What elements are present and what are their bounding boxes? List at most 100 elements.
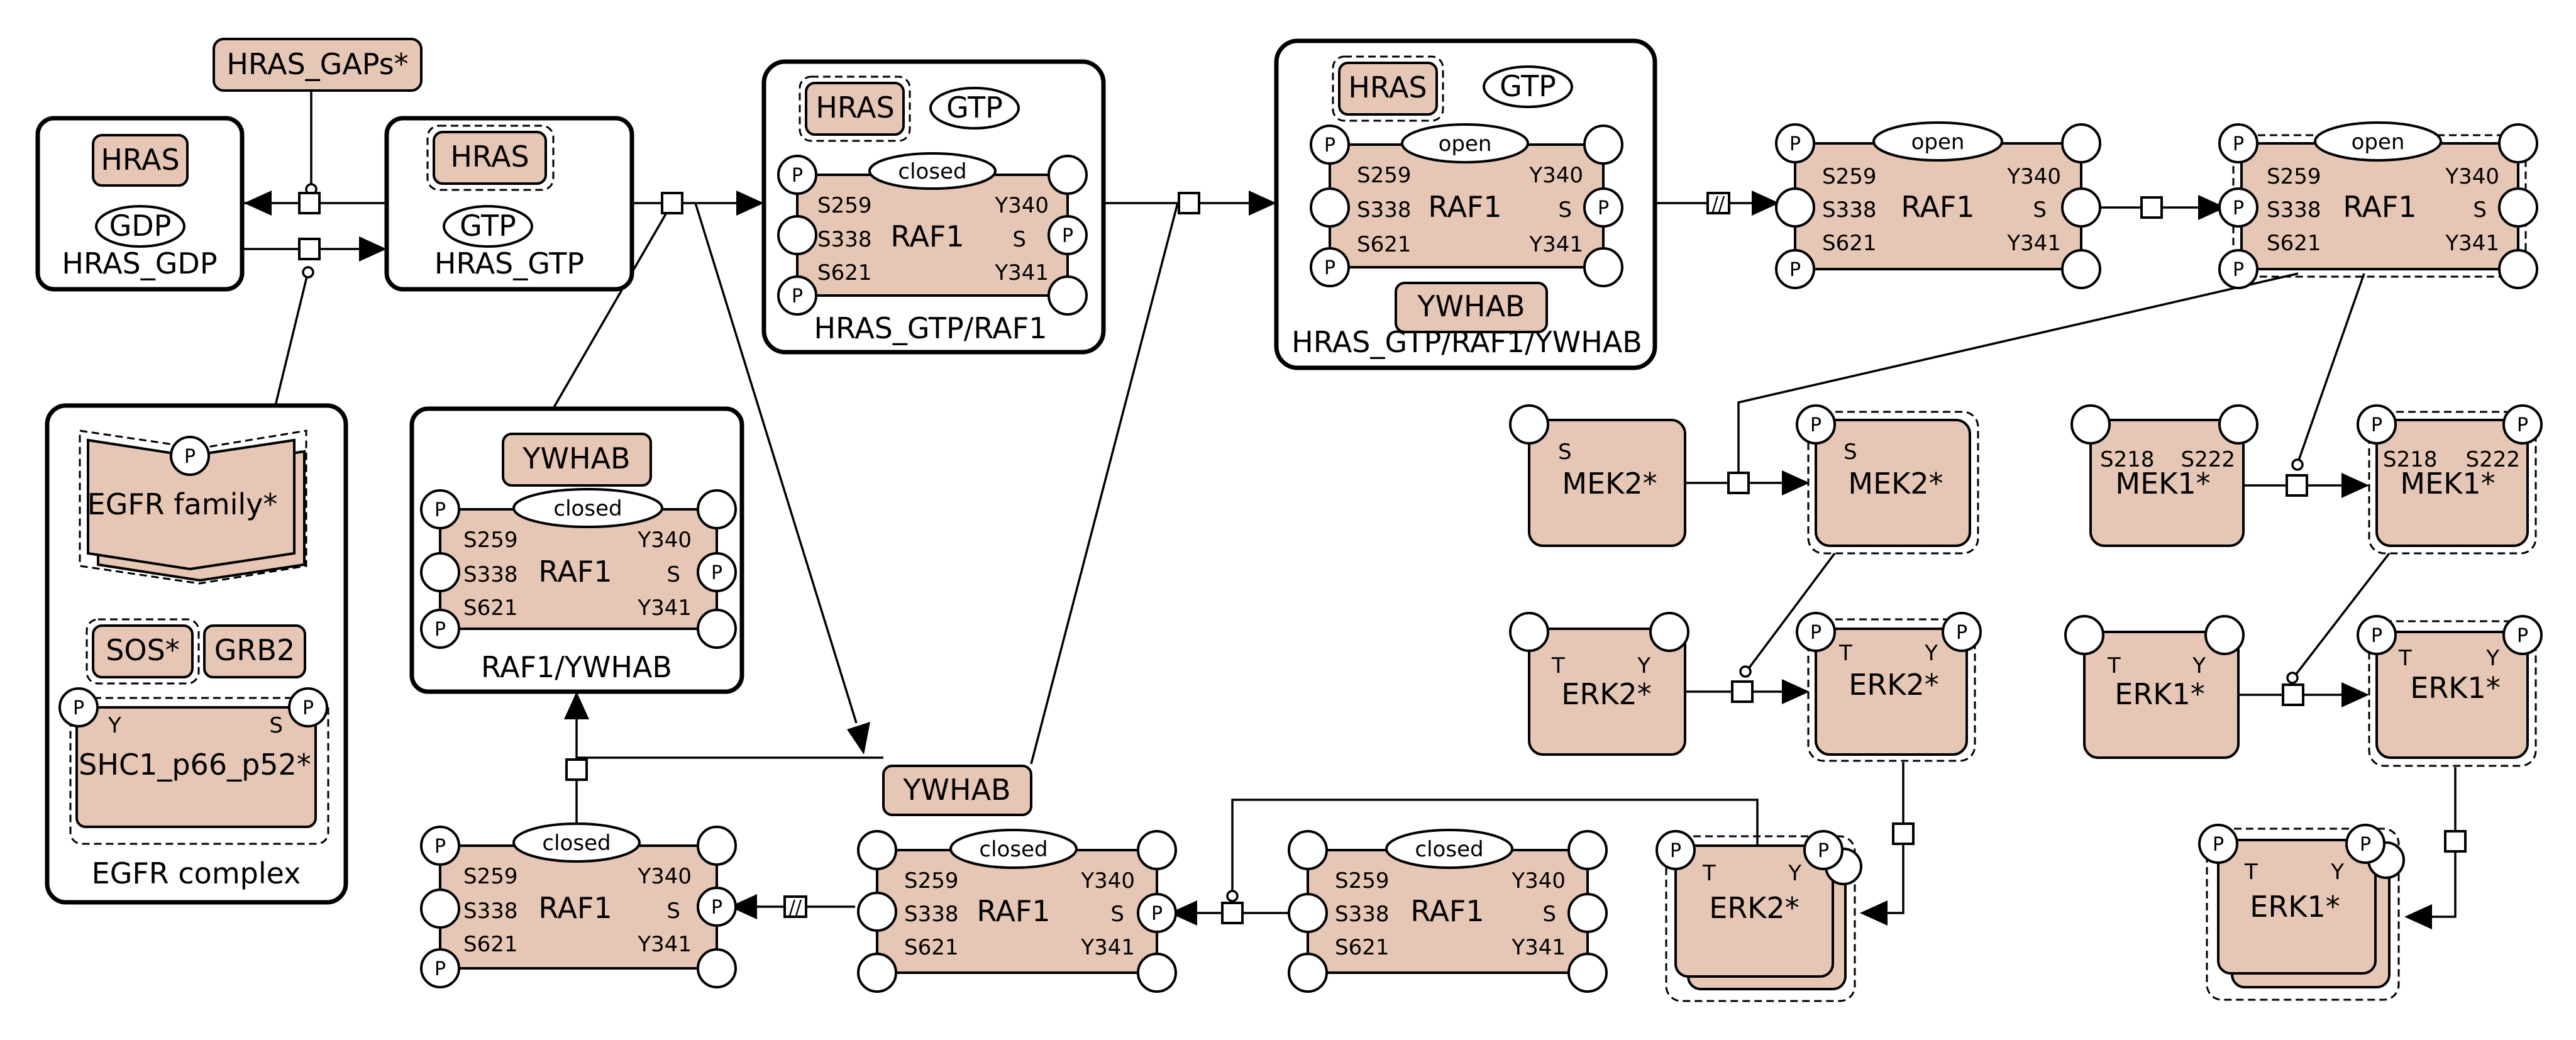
mek1-node[interactable]: S218 S222 MEK1* [2070, 404, 2258, 547]
process-node-mek2[interactable] [1727, 472, 1750, 494]
state-s338[interactable] [857, 892, 897, 932]
raf1-bottom-right-node[interactable]: RAF1 S259 S338 S621 Y340 S Y341 closed [1288, 829, 1608, 993]
process-node-raf-bind[interactable] [661, 192, 683, 214]
process-node-raf-dephos[interactable] [1221, 902, 1244, 924]
hras-node[interactable] [805, 82, 905, 136]
raf1-open-node[interactable]: RAF1 S259 S338 S621 Y340 S Y341 open P P [1775, 121, 2101, 289]
state-closed[interactable] [1385, 829, 1513, 869]
raf1-node[interactable]: RAF1 S259 S338 S621 Y340 S Y341 closed P… [777, 152, 1088, 316]
process-node-erk2[interactable] [1731, 680, 1754, 703]
state-y341[interactable] [697, 948, 737, 988]
state-s[interactable] [2061, 187, 2101, 228]
state-y340[interactable] [697, 826, 737, 866]
state-s338[interactable] [777, 215, 817, 255]
hras-gtp-raf1-complex[interactable]: HRAS GTP RAF1 S259 S338 S621 Y340 S Y341… [761, 59, 1106, 355]
hras-node[interactable] [433, 131, 547, 185]
state-s[interactable] [2498, 187, 2538, 228]
gdp-ellipse[interactable] [95, 205, 185, 248]
state-y340[interactable] [697, 489, 737, 529]
gtp-ellipse[interactable] [1483, 65, 1573, 108]
state-closed[interactable] [949, 829, 1078, 869]
hras-gtp-complex[interactable]: HRAS GTP HRAS_GTP [384, 116, 634, 292]
state-s259[interactable] [857, 830, 897, 870]
state-s621[interactable] [1310, 247, 1350, 287]
ywhab-node[interactable] [1395, 282, 1548, 333]
state-y341[interactable] [697, 609, 737, 649]
state-s621[interactable] [420, 609, 460, 649]
state-open[interactable] [1401, 123, 1529, 163]
state-y340[interactable] [2498, 123, 2538, 163]
process-node-erk1-multi[interactable] [2444, 830, 2467, 853]
grb2-node[interactable] [203, 624, 306, 678]
state-s259[interactable] [1310, 124, 1350, 165]
state-s[interactable] [1583, 187, 1623, 228]
hras-gaps-node[interactable]: HRAS_GAPs* [213, 38, 423, 92]
process-node-erk1[interactable] [2282, 683, 2304, 706]
state-erk1-y[interactable] [2345, 824, 2385, 864]
state-s[interactable] [697, 887, 737, 927]
hras-gdp-complex[interactable]: HRAS GDP HRAS_GDP [35, 116, 245, 292]
mek1-phospho-node[interactable]: S218 S222 MEK1* P P [2357, 404, 2543, 555]
state-mek1-s218[interactable] [2357, 404, 2397, 445]
state-open[interactable] [1872, 121, 2003, 162]
state-s338[interactable] [420, 552, 460, 592]
state-erk2-t[interactable] [1509, 612, 1549, 652]
state-shc1-y[interactable] [58, 687, 99, 727]
state-s621[interactable] [420, 948, 460, 988]
process-node-gef[interactable] [298, 238, 321, 260]
state-y341[interactable] [1137, 953, 1177, 993]
state-s338[interactable] [1310, 187, 1350, 228]
process-node-omitted-2[interactable] [783, 895, 807, 918]
state-mek1-s222[interactable] [2218, 404, 2258, 445]
state-s[interactable] [1567, 893, 1608, 933]
mek2-node[interactable]: S MEK2* [1509, 404, 1686, 547]
state-s259[interactable] [1288, 830, 1328, 870]
state-erk2-t[interactable] [1796, 612, 1836, 652]
state-y341[interactable] [2061, 249, 2101, 289]
state-y341[interactable] [1567, 953, 1608, 993]
state-open[interactable] [2314, 121, 2442, 162]
sos-node[interactable] [92, 624, 194, 678]
erk1-node[interactable]: T Y ERK1* [2064, 615, 2245, 759]
state-y340[interactable] [1137, 830, 1177, 870]
state-s338[interactable] [1288, 893, 1328, 933]
state-s621[interactable] [777, 275, 817, 316]
state-s259[interactable] [420, 826, 460, 866]
state-y341[interactable] [2498, 249, 2538, 289]
state-s338[interactable] [1775, 187, 1815, 228]
raf1-bottom-left-node[interactable]: RAF1 S259 S338 S621 Y340 S Y341 closed P… [420, 822, 737, 988]
state-s621[interactable] [1775, 249, 1815, 289]
process-node-omitted-1[interactable] [1706, 192, 1730, 214]
erk2-node[interactable]: T Y ERK2* [1509, 612, 1689, 756]
hras-node[interactable] [92, 134, 189, 187]
state-y340[interactable] [1583, 124, 1623, 165]
state-mek1-s222[interactable] [2502, 404, 2543, 445]
raf1-node[interactable]: RAF1 S259 S338 S621 Y340 S Y341 closed P… [420, 488, 737, 649]
state-erk1-t[interactable] [2357, 615, 2397, 655]
state-erk2-y[interactable] [1942, 612, 1982, 652]
state-closed[interactable] [512, 822, 641, 863]
erk2-multimer-node[interactable]: T Y ERK2* P P [1656, 830, 1862, 1002]
state-y340[interactable] [1567, 830, 1608, 870]
ywhab-free-node[interactable]: YWHAB [882, 765, 1032, 816]
state-y340[interactable] [1048, 155, 1088, 195]
process-node-ywhab-bind[interactable] [1178, 192, 1200, 214]
state-s[interactable] [1048, 215, 1088, 255]
process-node-erk2-multi[interactable] [1892, 822, 1915, 845]
state-erk2-y[interactable] [1803, 830, 1844, 870]
process-node-mek1[interactable] [2286, 474, 2308, 497]
state-s259[interactable] [777, 155, 817, 195]
state-s621[interactable] [1288, 953, 1328, 993]
state-egfr[interactable] [170, 436, 210, 476]
state-erk1-t[interactable] [2064, 615, 2104, 655]
state-s[interactable] [697, 552, 737, 592]
mek2-phospho-node[interactable]: S MEK2* P [1796, 404, 1979, 555]
state-y340[interactable] [2061, 123, 2101, 163]
raf1-ywhab-complex[interactable]: YWHAB RAF1 S259 S338 S621 Y340 S Y341 cl… [409, 406, 744, 694]
ywhab-node[interactable] [502, 433, 652, 487]
state-mek2-s[interactable] [1509, 404, 1549, 445]
gtp-ellipse[interactable] [443, 205, 533, 248]
state-s621[interactable] [857, 953, 897, 993]
raf1-bottom-middle-node[interactable]: RAF1 S259 S338 S621 Y340 S Y341 closed P [857, 829, 1177, 993]
state-s338[interactable] [2218, 187, 2258, 228]
